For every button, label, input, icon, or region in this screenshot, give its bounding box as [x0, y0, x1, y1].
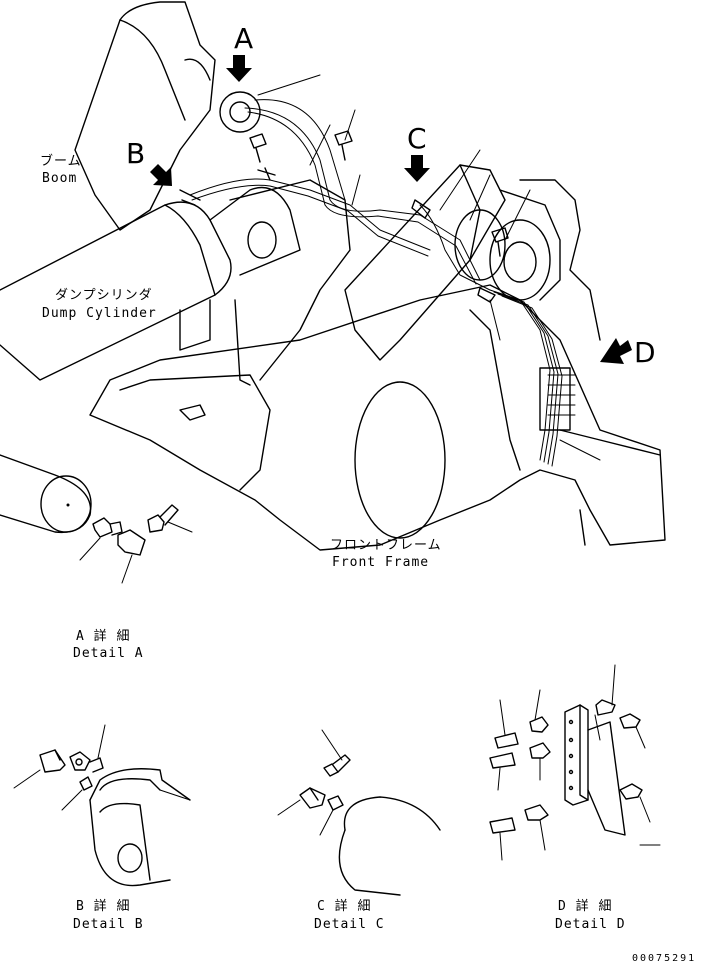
frame-hole	[354, 381, 446, 539]
detail-b-title-jp: B 詳 細	[76, 898, 130, 914]
cylinder-pin	[247, 221, 277, 259]
bolts	[179, 130, 509, 303]
boom-left	[74, 1, 216, 231]
main-assembly	[0, 1, 666, 551]
callout-d: D	[634, 336, 656, 369]
callout-arrows	[150, 55, 632, 364]
arrow-b-icon	[150, 164, 172, 186]
detail-b-drawing	[13, 724, 191, 887]
label-boom-en: Boom	[42, 171, 77, 186]
dump-cylinder	[0, 201, 232, 381]
detail-d-title-en: Detail D	[555, 917, 626, 932]
callout-c: C	[407, 122, 427, 155]
front-frame	[89, 284, 666, 551]
label-boom-jp: ブーム	[40, 153, 82, 169]
detail-d-title-jp: D 詳 細	[558, 898, 612, 914]
detail-c-title-jp: C 詳 細	[317, 898, 371, 914]
detail-b-title-en: Detail B	[73, 917, 144, 932]
grease-hoses	[189, 99, 563, 467]
label-frame-jp: フロントフレーム	[330, 538, 442, 553]
detail-a-title-jp: A 詳 細	[76, 628, 130, 644]
detail-d-drawing	[489, 664, 661, 861]
detail-a-drawing	[0, 454, 193, 584]
callout-b: B	[126, 137, 145, 170]
arrow-a-icon	[226, 55, 252, 82]
label-dump-en: Dump Cylinder	[42, 306, 157, 321]
arrow-d-icon	[600, 338, 632, 364]
arrow-c-icon	[404, 155, 430, 182]
label-dump-jp: ダンプシリンダ	[55, 288, 153, 303]
drawing-code: 00075291	[632, 953, 696, 964]
label-frame-en: Front Frame	[332, 555, 429, 570]
grease-block	[539, 367, 571, 431]
callout-a: A	[234, 22, 253, 55]
detail-c-drawing	[277, 729, 441, 896]
detail-c-title-en: Detail C	[314, 917, 385, 932]
boom-pin-boss	[219, 91, 261, 133]
detail-a-title-en: Detail A	[73, 646, 144, 661]
